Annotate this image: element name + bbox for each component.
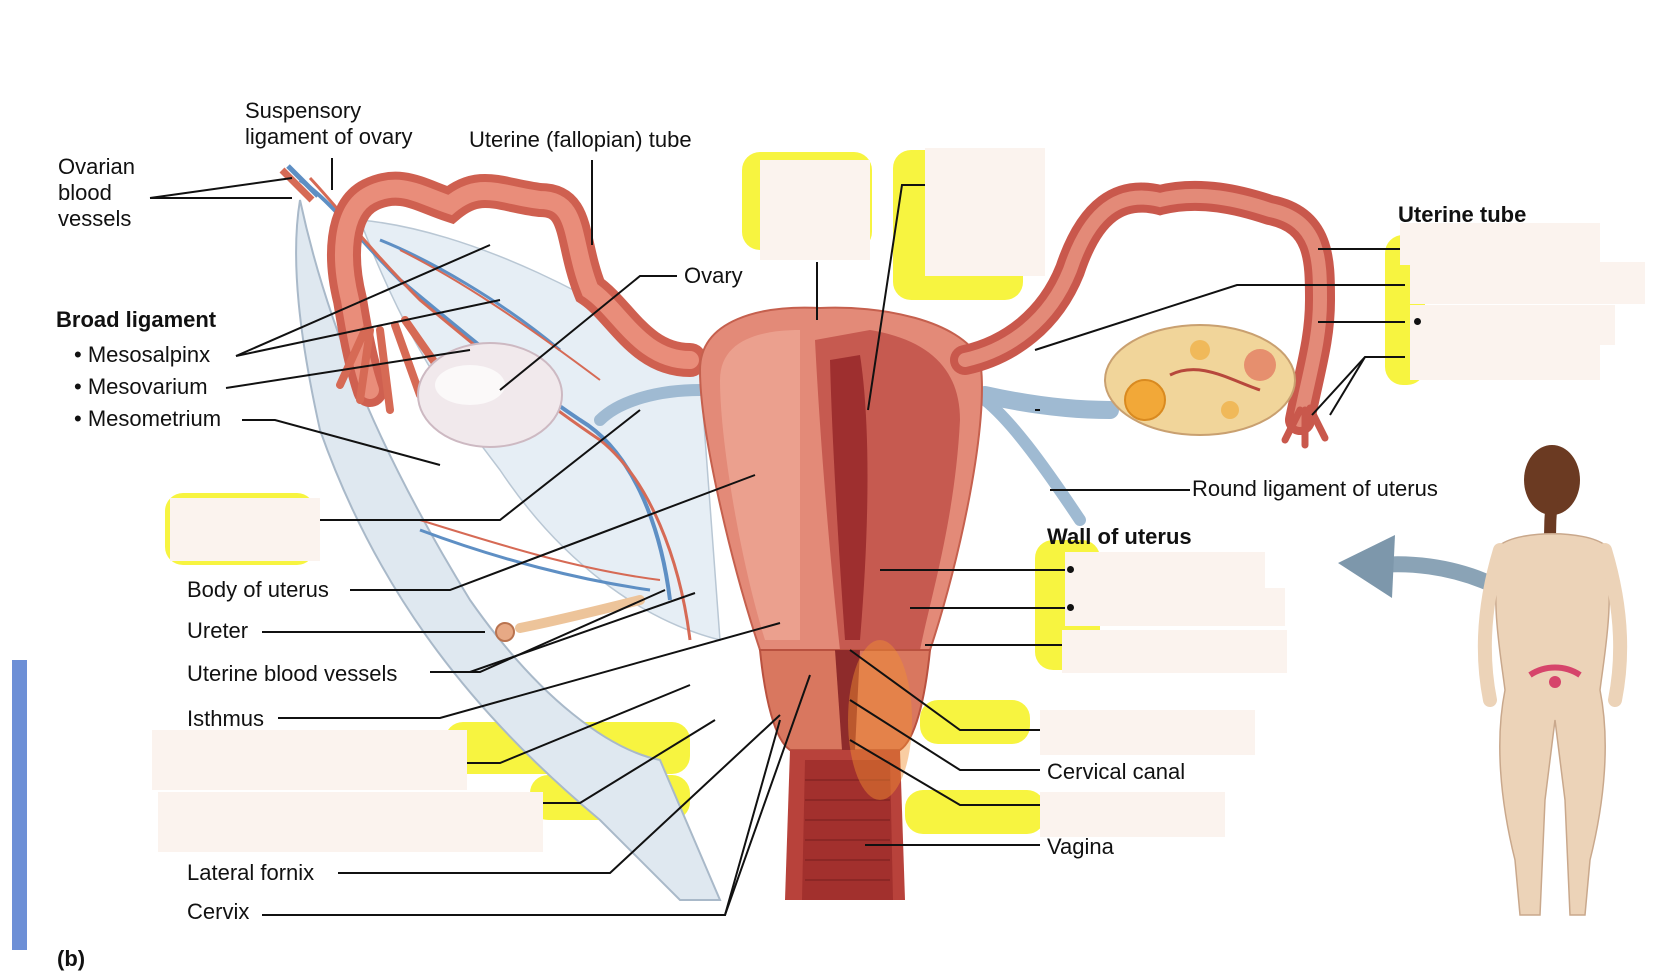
label-isthmus: Isthmus [187,706,265,731]
blank-label-box[interactable] [1040,792,1225,837]
blank-label-box[interactable] [925,148,1045,276]
label-uterine-blood-vessels: Uterine blood vessels [187,661,398,686]
blank-label-box[interactable] [1065,552,1265,590]
blank-label-box[interactable] [1040,710,1255,755]
label-round-ligament: Round ligament of uterus [1192,476,1438,501]
blank-label-box[interactable] [1410,342,1600,380]
highlight [905,790,1045,834]
bullet [1067,566,1074,573]
label-ovarian-blood-vessels: Ovarian blood vessels [58,154,136,231]
label-body-of-uterus: Body of uterus [187,577,329,602]
label-uterine-tube: Uterine tube [1398,202,1527,227]
highlight [920,700,1030,744]
figure-label: (b) [57,946,86,971]
page-edge-bar [12,660,27,950]
blank-label-box[interactable] [1410,262,1645,304]
label-mesovarium: • Mesovarium [74,374,208,399]
label-ureter: Ureter [187,618,249,643]
label-wall-of-uterus: Wall of uterus [1047,524,1192,549]
label-suspensory-ligament: Suspensory ligament of ovary [245,98,413,149]
blank-label-box[interactable] [760,160,870,260]
blank-label-box[interactable] [1062,630,1287,673]
blank-label-box[interactable] [1410,305,1615,345]
label-mesometrium: • Mesometrium [74,406,222,431]
bullet [1414,318,1421,325]
human-figure-icon [1477,445,1628,916]
bullet [1067,604,1074,611]
blank-label-box[interactable] [158,792,543,852]
label-mesosalpinx: • Mesosalpinx [74,342,211,367]
label-cervix: Cervix [187,899,250,924]
label-uterine-fallopian-tube: Uterine (fallopian) tube [469,127,692,152]
blank-label-box[interactable] [152,730,467,790]
label-lateral-fornix: Lateral fornix [187,860,315,885]
label-broad-ligament: Broad ligament [56,307,217,332]
blank-label-box[interactable] [1400,223,1600,265]
blank-label-box[interactable] [1065,588,1285,626]
label-vagina: Vagina [1047,834,1114,859]
blank-label-box[interactable] [170,498,320,561]
label-ovary: Ovary [684,263,743,288]
broad-ligament-sheet [295,199,722,901]
label-cervical-canal: Cervical canal [1047,759,1186,784]
